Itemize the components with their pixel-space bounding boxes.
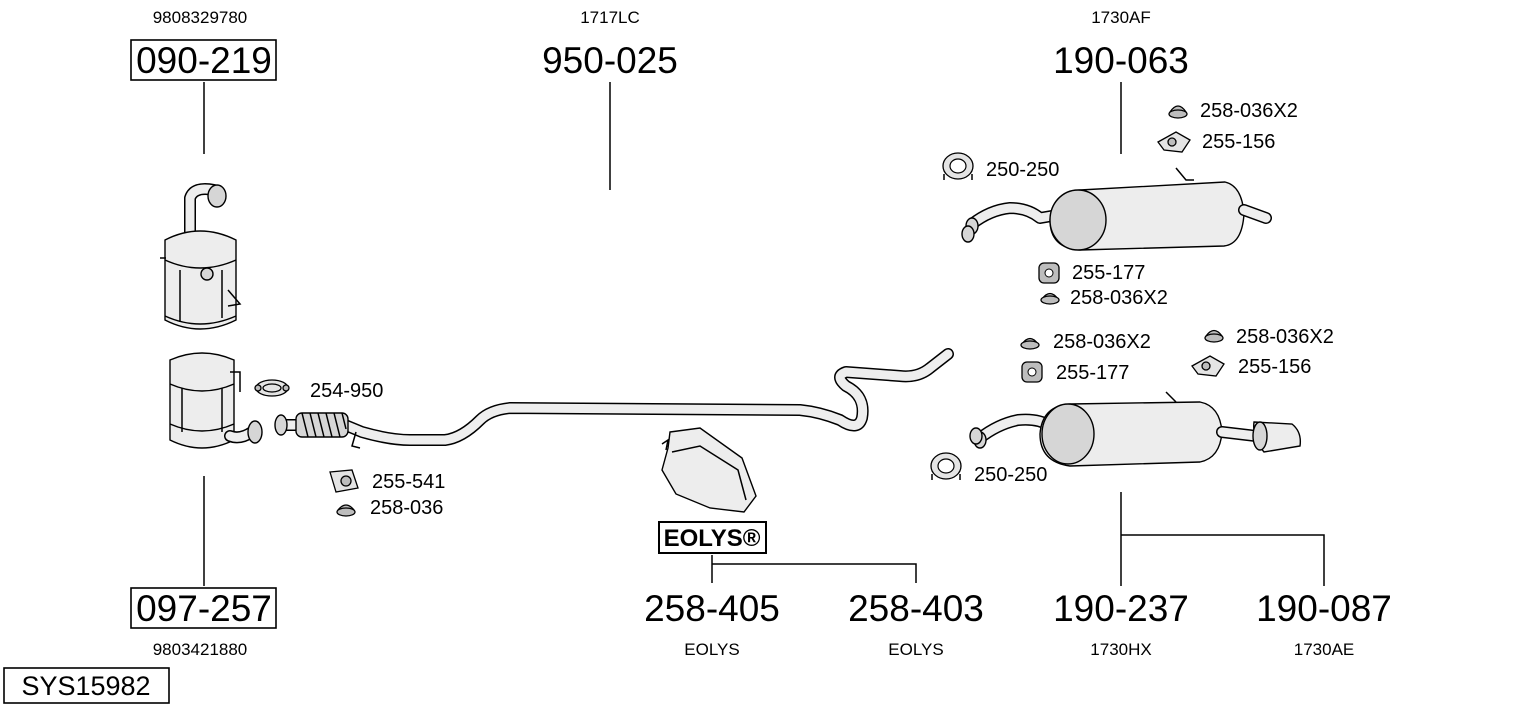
dpf-lower-drawing xyxy=(169,352,263,449)
assembly-labels: 9808329780 090-219 097-257 9803421880 17… xyxy=(130,8,1392,659)
center-pipe-drawing xyxy=(274,348,954,449)
label-258-036x2-a[interactable]: 258-036X2 xyxy=(1200,100,1298,122)
label-250-250-bottom[interactable]: 250-250 xyxy=(974,464,1047,486)
oe-ref-eolys-a: EOLYS xyxy=(684,640,739,659)
system-code-box: SYS15982 xyxy=(3,667,170,704)
label-258-036x2-d[interactable]: 258-036X2 xyxy=(1236,326,1334,348)
oe-ref-1730hx: 1730HX xyxy=(1090,640,1151,659)
label-258-036[interactable]: 258-036 xyxy=(370,497,443,519)
part-no-190-087[interactable]: 190-087 xyxy=(1256,588,1392,629)
clamp-254-950-icon xyxy=(254,379,290,397)
part-box-097-257 xyxy=(130,587,277,629)
eolys-tank-drawing xyxy=(661,427,757,513)
eolys-brand-label: EOLYS® xyxy=(664,525,761,552)
nut-258-036x2-b-icon xyxy=(1040,292,1060,305)
clamp-250-250-top-icon xyxy=(942,152,974,180)
bracket-255-156-b-icon xyxy=(1191,355,1225,377)
leader-rear-silencers xyxy=(1120,492,1325,586)
clamp-250-250-bottom-icon xyxy=(930,452,962,480)
label-250-250-top[interactable]: 250-250 xyxy=(986,159,1059,181)
dpf-upper-drawing xyxy=(160,183,242,330)
part-no-090-219[interactable]: 090-219 xyxy=(136,40,272,81)
label-255-177-b[interactable]: 255-177 xyxy=(1056,362,1129,384)
leader-eolys xyxy=(711,555,917,583)
part-no-190-063[interactable]: 190-063 xyxy=(1053,40,1189,81)
bracket-255-156-a-icon xyxy=(1157,131,1191,153)
label-254-950[interactable]: 254-950 xyxy=(310,380,383,402)
eolys-brand-box: EOLYS® xyxy=(658,521,767,554)
nut-258-036x2-c-icon xyxy=(1020,337,1040,350)
part-no-258-405[interactable]: 258-405 xyxy=(644,588,780,629)
label-255-541[interactable]: 255-541 xyxy=(372,471,445,493)
label-258-036x2-b[interactable]: 258-036X2 xyxy=(1070,287,1168,309)
rubber-255-177-b-icon xyxy=(1021,361,1043,383)
mount-255-541-icon xyxy=(329,469,359,493)
label-255-156-b[interactable]: 255-156 xyxy=(1238,356,1311,378)
rear-silencer-bottom-drawing xyxy=(969,391,1302,467)
label-258-036x2-c[interactable]: 258-036X2 xyxy=(1053,331,1151,353)
rear-silencer-top-drawing xyxy=(961,167,1272,251)
nut-258-036x2-d-icon xyxy=(1204,329,1224,343)
rubber-255-177-a-icon xyxy=(1038,262,1060,284)
oe-ref-9803421880: 9803421880 xyxy=(153,640,248,659)
part-box-090-219 xyxy=(130,39,277,81)
oe-ref-9808329780: 9808329780 xyxy=(153,8,248,27)
oe-ref-1717lc: 1717LC xyxy=(580,8,640,27)
label-255-156-a[interactable]: 255-156 xyxy=(1202,131,1275,153)
fitting-labels: 254-950 255-541 258-036 250-250 258-036X… xyxy=(310,100,1334,519)
system-code: SYS15982 xyxy=(21,671,150,701)
oe-ref-1730ae: 1730AE xyxy=(1294,640,1355,659)
part-no-190-237[interactable]: 190-237 xyxy=(1053,588,1189,629)
nut-258-036x2-a-icon xyxy=(1168,105,1188,119)
oe-ref-1730af: 1730AF xyxy=(1091,8,1151,27)
oe-ref-eolys-b: EOLYS xyxy=(888,640,943,659)
leader-lines xyxy=(203,82,1325,586)
part-no-097-257[interactable]: 097-257 xyxy=(136,588,272,629)
nut-258-036-icon xyxy=(336,504,356,517)
label-255-177-a[interactable]: 255-177 xyxy=(1072,262,1145,284)
part-no-950-025[interactable]: 950-025 xyxy=(542,40,678,81)
part-no-258-403[interactable]: 258-403 xyxy=(848,588,984,629)
